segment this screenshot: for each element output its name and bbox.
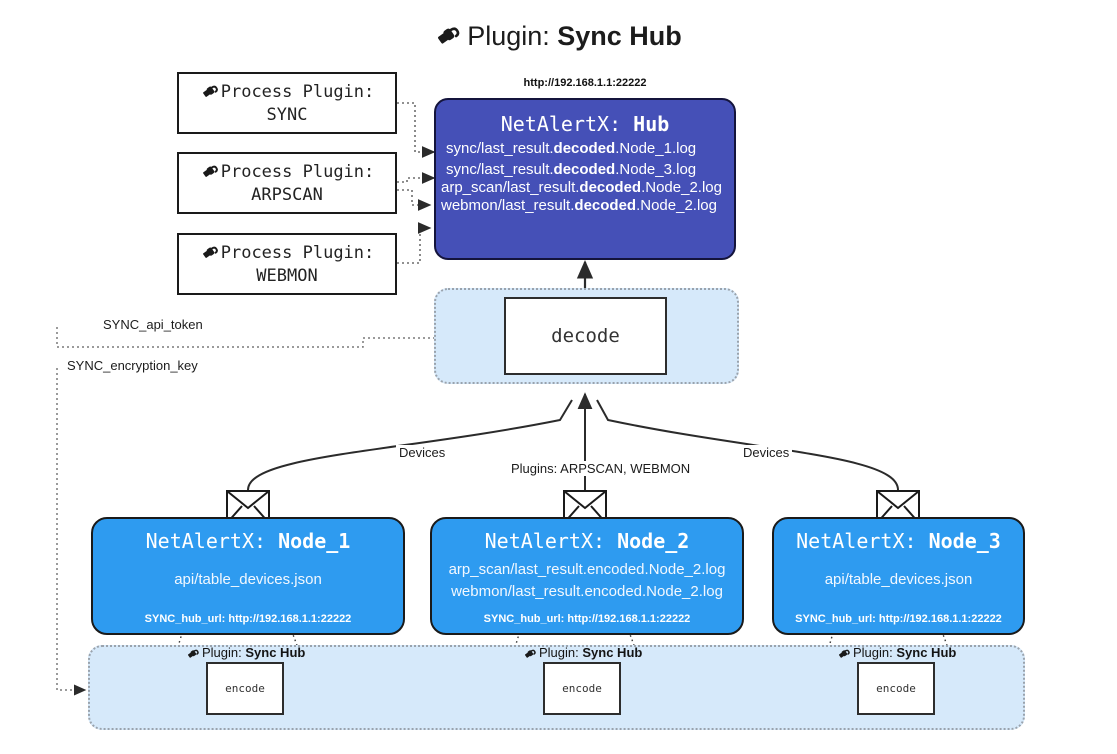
node-box-node-2[interactable]: NetAlertX: Node_2 arp_scan/last_result.e… <box>430 517 744 635</box>
hub-log-line: webmon/last_result.decoded.Node_2.log <box>441 197 734 214</box>
hub-log-post: .Node_2.log <box>636 197 717 214</box>
hub-log-mid: decoded <box>553 161 616 178</box>
encode-plugin-prefix: Plugin: <box>202 645 246 660</box>
sync-encryption-key-label: SYNC_encryption_key <box>64 358 201 373</box>
node-title-prefix: NetAlertX: <box>796 529 929 553</box>
encode-plugin-label-3: Plugin: Sync Hub <box>837 645 956 663</box>
hub-log-pre: webmon/last_result. <box>441 197 575 214</box>
node-line: api/table_devices.json <box>174 571 322 588</box>
plug-icon <box>837 647 851 663</box>
process-plugin-label: Process Plugin: <box>220 242 375 263</box>
hub-log-pre: arp_scan/last_result. <box>441 179 580 196</box>
encode-box-1[interactable]: encode <box>206 662 284 715</box>
plug-icon <box>186 647 200 663</box>
node-title-name: Node_3 <box>928 529 1001 553</box>
process-plugin-box-webmon[interactable]: Process Plugin: WEBMON <box>177 233 397 295</box>
hub-log-line: sync/last_result.decoded.Node_3.log <box>446 161 734 178</box>
hub-title-name: Hub <box>633 112 670 136</box>
encode-box-3[interactable]: encode <box>857 662 935 715</box>
node-title: NetAlertX: Node_3 <box>774 529 1023 553</box>
plug-icon <box>523 647 537 663</box>
hub-title-prefix: NetAlertX: <box>500 112 634 136</box>
hub-log-post: .Node_2.log <box>641 179 722 196</box>
hub-log-mid: decoded <box>574 197 637 214</box>
sync-api-token-label: SYNC_api_token <box>100 317 206 332</box>
process-plugin-name: WEBMON <box>256 265 318 286</box>
node-line: webmon/last_result.encoded.Node_2.log <box>451 583 723 600</box>
encode-plugin-name: Sync Hub <box>582 645 643 660</box>
encode-plugin-name: Sync Hub <box>245 645 306 660</box>
node-title-prefix: NetAlertX: <box>145 529 279 553</box>
node-hub-url-label: SYNC_hub_url: http://192.168.1.1:22222 <box>144 613 352 625</box>
process-plugin-name: ARPSCAN <box>251 184 323 205</box>
node-title: NetAlertX: Node_2 <box>432 529 742 553</box>
process-plugin-label: Process Plugin: <box>220 161 375 182</box>
process-plugin-box-sync[interactable]: Process Plugin: SYNC <box>177 72 397 134</box>
plug-icon <box>435 19 461 59</box>
devices-label-right: Devices <box>740 445 793 460</box>
page-title-name: Sync Hub <box>557 21 682 51</box>
node-title: NetAlertX: Node_1 <box>93 529 403 553</box>
process-plugin-label-row: Process Plugin: <box>200 242 375 266</box>
encode-plugin-prefix: Plugin: <box>853 645 897 660</box>
node-box-node-3[interactable]: NetAlertX: Node_3 api/table_devices.json… <box>772 517 1025 635</box>
node-box-node-1[interactable]: NetAlertX: Node_1 api/table_devices.json… <box>91 517 405 635</box>
hub-box[interactable]: NetAlertX: Hub sync/last_result.decoded.… <box>434 98 736 260</box>
hub-log-post: .Node_3.log <box>615 161 697 178</box>
encode-plugin-name: Sync Hub <box>896 645 957 660</box>
node-title-prefix: NetAlertX: <box>484 529 618 553</box>
decode-box[interactable]: decode <box>504 297 667 375</box>
node-hub-url-label: SYNC_hub_url: http://192.168.1.1:22222 <box>795 613 1002 625</box>
plug-icon <box>200 243 220 266</box>
plug-icon <box>200 162 220 185</box>
node-line: arp_scan/last_result.encoded.Node_2.log <box>448 561 726 578</box>
process-plugin-label-row: Process Plugin: <box>200 81 375 105</box>
hub-title: NetAlertX: Hub <box>436 112 734 136</box>
hub-log-pre: sync/last_result. <box>446 140 554 157</box>
process-plugin-box-arpscan[interactable]: Process Plugin: ARPSCAN <box>177 152 397 214</box>
plug-icon <box>200 82 220 105</box>
hub-url-label: http://192.168.1.1:22222 <box>523 77 647 89</box>
process-plugin-label-row: Process Plugin: <box>200 161 375 185</box>
hub-log-line: arp_scan/last_result.decoded.Node_2.log <box>441 179 734 196</box>
encode-plugin-label-2: Plugin: Sync Hub <box>523 645 642 663</box>
hub-log-mid: decoded <box>579 179 642 196</box>
page-title-prefix: Plugin: <box>467 21 558 51</box>
hub-log-line: sync/last_result.decoded.Node_1.log <box>446 140 734 157</box>
encode-plugin-prefix: Plugin: <box>539 645 583 660</box>
encode-plugin-label-1: Plugin: Sync Hub <box>186 645 305 663</box>
process-plugin-name: SYNC <box>266 104 308 125</box>
node-title-name: Node_2 <box>617 529 690 553</box>
devices-label-left: Devices <box>396 445 449 460</box>
node-line: api/table_devices.json <box>824 571 973 588</box>
plugins-label-center: Plugins: ARPSCAN, WEBMON <box>508 461 694 476</box>
page-title: Plugin: Sync Hub <box>0 16 1117 59</box>
hub-log-post: .Node_1.log <box>615 140 697 157</box>
hub-log-mid: decoded <box>553 140 616 157</box>
node-title-name: Node_1 <box>278 529 351 553</box>
hub-log-pre: sync/last_result. <box>446 161 554 178</box>
process-plugin-label: Process Plugin: <box>220 81 375 102</box>
node-hub-url-label: SYNC_hub_url: http://192.168.1.1:22222 <box>483 613 691 625</box>
encode-box-2[interactable]: encode <box>543 662 621 715</box>
